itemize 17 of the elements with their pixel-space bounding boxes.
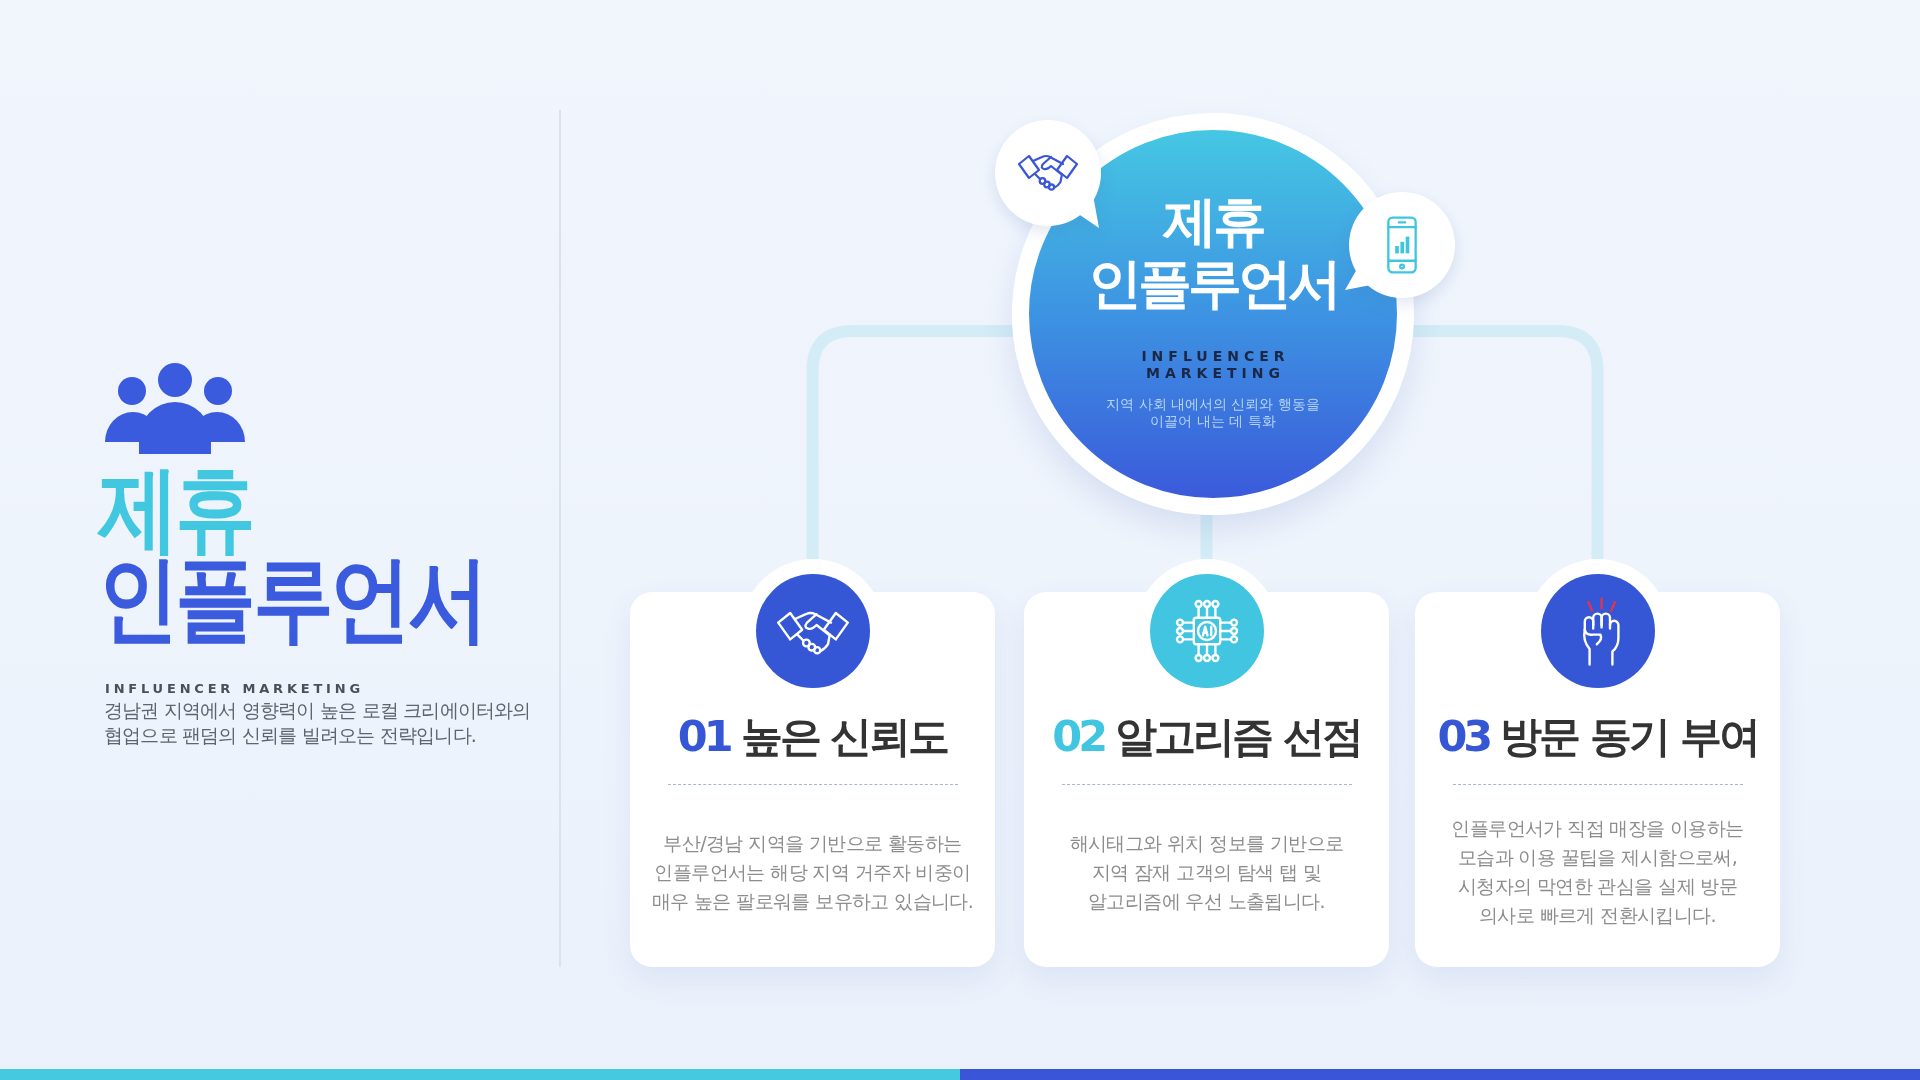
step-number: 03 xyxy=(1437,710,1490,763)
subheading: INFLUENCER MARKETING xyxy=(105,681,364,697)
subheading: INFLUENCER MARKETING xyxy=(1140,348,1291,382)
step-number: 01 xyxy=(677,710,730,763)
connector-line xyxy=(1413,325,1604,559)
description: 경남권 지역에서 영향력이 높은 로컬 크리에이터와의 협업으로 팬덤의 신뢰를 빌려오는 전략입니다. xyxy=(104,698,532,748)
description: 지역 사회 내에서의 신뢰와 행동을 이끌어 내는 데 특화 xyxy=(1105,396,1321,430)
heading: 제휴 인플루언서 xyxy=(1087,191,1339,315)
step-title: 알고리즘 선점 xyxy=(1115,711,1361,763)
step-title: 방문 동기 부여 xyxy=(1500,711,1758,763)
connector-line xyxy=(806,325,1013,559)
step-number: 02 xyxy=(1052,710,1105,763)
description: 인플루언서가 직접 매장을 이용하는 모습과 이용 꿀팁을 제시함으로써, 시청자의 막연한 관심을 실제 방문 의사로 빠르게 전환시킵니다. xyxy=(1450,816,1745,928)
step-title: 높은 신뢰도 xyxy=(740,711,948,763)
description: 해시태그와 위치 정보를 기반으로 지역 잠재 고객의 탐색 탭 및 알고리즘에 우선 노출됩니다. xyxy=(1068,830,1345,914)
connector-line xyxy=(1200,514,1213,559)
description: 부산/경남 지역을 기반으로 활동하는 인플루언서는 해당 지역 거주자 비중이 매우 높은 팔로워를 보유하고 있습니다. xyxy=(650,830,975,914)
